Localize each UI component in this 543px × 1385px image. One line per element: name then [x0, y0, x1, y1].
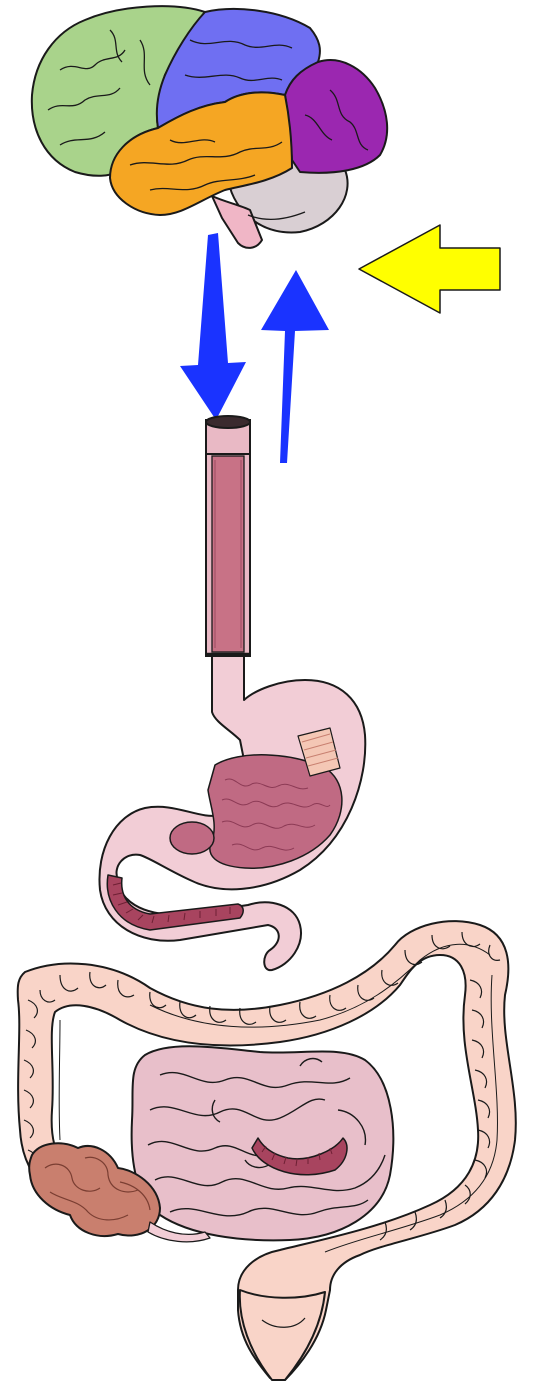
small-intestine-icon	[132, 1046, 394, 1240]
brain-icon	[32, 6, 387, 248]
afferent-arrow-icon	[261, 270, 329, 463]
external-stimulus-arrow-icon	[359, 225, 500, 313]
rectum-icon	[240, 1290, 325, 1380]
occipital-lobe	[285, 60, 387, 173]
stomach-icon	[99, 656, 365, 970]
esophagus-icon	[206, 416, 250, 656]
efferent-arrow-icon	[180, 233, 246, 420]
